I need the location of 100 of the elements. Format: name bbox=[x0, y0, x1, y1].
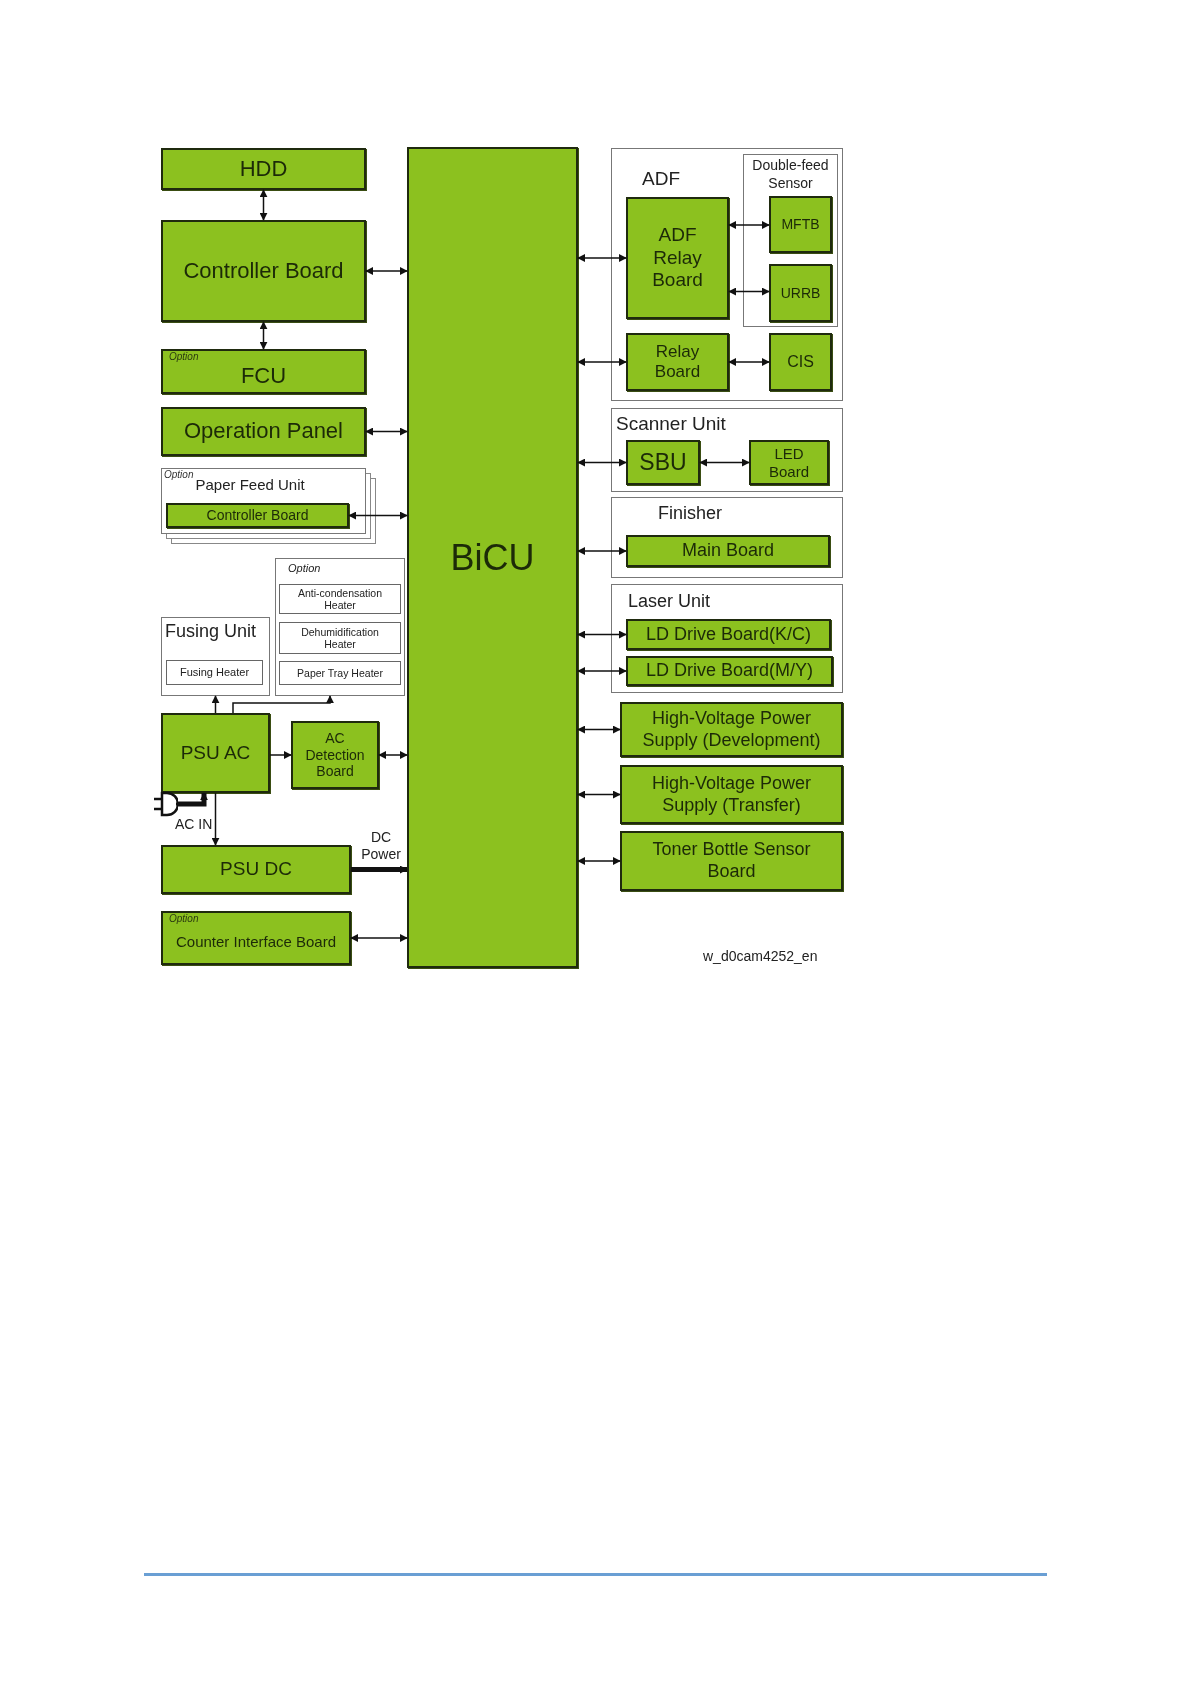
component-box bbox=[626, 440, 700, 485]
unit-heading: Fusing Unit bbox=[165, 620, 257, 643]
component-box bbox=[161, 911, 351, 965]
heater-label: Dehumidification Heater bbox=[300, 625, 380, 651]
component-box bbox=[161, 148, 366, 190]
unit-heading: Scanner Unit bbox=[616, 412, 726, 436]
component-box bbox=[161, 407, 366, 456]
connector-arrow bbox=[178, 792, 208, 807]
component-label: BiCU bbox=[449, 535, 536, 580]
option-tag: Option bbox=[164, 470, 194, 480]
option-group-frame bbox=[275, 558, 405, 696]
connector-arrow bbox=[269, 751, 292, 759]
unit-heading: Paper Feed Unit bbox=[195, 476, 305, 495]
connector-arrow bbox=[232, 695, 334, 714]
unit-heading: Double-feed Sensor bbox=[751, 157, 830, 192]
connector-arrow bbox=[699, 458, 750, 467]
component-label: High-Voltage Power Supply (Development) bbox=[641, 707, 822, 752]
connector-arrow bbox=[728, 287, 770, 296]
component-label: LD Drive Board(K/C) bbox=[644, 623, 812, 646]
option-tag: Option bbox=[169, 352, 199, 362]
component-label: LD Drive Board(M/Y) bbox=[644, 660, 814, 682]
main-controller-box bbox=[407, 147, 578, 968]
connector-arrow bbox=[577, 857, 621, 865]
component-box bbox=[620, 831, 843, 891]
connector-arrow bbox=[348, 511, 408, 520]
heater-label: Anti-condensation Heater bbox=[296, 586, 384, 612]
connector-arrow bbox=[350, 934, 408, 942]
unit-frame bbox=[611, 408, 843, 492]
connector-arrow bbox=[378, 751, 408, 759]
component-box bbox=[769, 264, 832, 322]
unit-frame bbox=[161, 617, 270, 696]
component-label: Toner Bottle Sensor Board bbox=[651, 839, 812, 883]
component-label: FCU bbox=[239, 361, 288, 390]
connector-arrow bbox=[259, 321, 268, 350]
component-box bbox=[769, 333, 832, 391]
component-label: Operation Panel bbox=[183, 418, 344, 445]
heater-box bbox=[279, 622, 401, 654]
heater-label: Fusing Heater bbox=[178, 666, 251, 679]
connector-arrow bbox=[577, 725, 621, 734]
component-box bbox=[161, 349, 366, 394]
unit-frame bbox=[611, 584, 843, 693]
component-label: High-Voltage Power Supply (Transfer) bbox=[650, 772, 813, 817]
plug-caption: AC IN bbox=[175, 816, 213, 834]
component-label: Controller Board bbox=[182, 257, 345, 285]
component-box bbox=[291, 721, 379, 789]
component-label: HDD bbox=[238, 155, 289, 183]
component-box bbox=[626, 535, 830, 567]
connector-arrow bbox=[211, 792, 220, 846]
option-tag: Option bbox=[288, 562, 321, 576]
unit-heading: Laser Unit bbox=[628, 590, 711, 613]
component-label: PSU AC bbox=[179, 741, 252, 765]
component-label: Controller Board bbox=[205, 507, 310, 524]
component-label: SBU bbox=[638, 448, 688, 477]
component-box bbox=[166, 503, 349, 528]
heater-box bbox=[279, 661, 401, 685]
component-box bbox=[769, 196, 832, 253]
component-box bbox=[626, 656, 833, 686]
heater-label: Paper Tray Heater bbox=[296, 666, 384, 680]
component-box bbox=[749, 440, 829, 485]
component-box bbox=[161, 713, 270, 793]
component-label: MFTB bbox=[780, 216, 821, 233]
component-box bbox=[626, 197, 729, 319]
connector-arrow bbox=[577, 630, 627, 639]
unit-frame bbox=[611, 497, 843, 578]
plug-icon bbox=[154, 790, 178, 818]
heater-box bbox=[279, 584, 401, 614]
component-label: Relay Board bbox=[653, 341, 702, 383]
component-label: Main Board bbox=[680, 540, 776, 562]
component-label: CIS bbox=[786, 352, 815, 372]
connector-arrow bbox=[211, 695, 220, 714]
connector-arrow bbox=[728, 221, 770, 229]
component-box bbox=[161, 220, 366, 322]
connector-arrow bbox=[259, 189, 268, 221]
connector-arrow bbox=[577, 790, 621, 799]
unit-heading: Finisher bbox=[658, 502, 723, 525]
connector-arrow bbox=[577, 667, 627, 675]
component-label: URRB bbox=[779, 284, 822, 302]
component-label: AC Detection Board bbox=[304, 729, 366, 781]
connector-arrow bbox=[365, 267, 408, 275]
sensor-group-frame bbox=[743, 154, 838, 327]
unit-frame bbox=[611, 148, 843, 401]
component-box bbox=[626, 619, 831, 650]
component-label: LED Board bbox=[768, 444, 810, 481]
component-box bbox=[161, 845, 351, 894]
connector-arrow bbox=[577, 458, 627, 467]
option-tag: Option bbox=[169, 914, 199, 924]
connector-arrow bbox=[577, 358, 627, 366]
heater-box bbox=[166, 660, 263, 685]
component-box bbox=[626, 333, 729, 391]
connector-arrow bbox=[728, 358, 770, 366]
connector-arrow bbox=[351, 865, 408, 874]
component-label: Counter Interface Board bbox=[174, 931, 338, 952]
component-label: ADF Relay Board bbox=[651, 223, 704, 293]
connector-arrow bbox=[577, 254, 627, 262]
connector-arrow bbox=[577, 547, 627, 555]
component-box bbox=[620, 702, 843, 757]
figure-id: w_d0cam4252_en bbox=[703, 947, 818, 966]
component-box bbox=[620, 765, 843, 824]
connector-arrow bbox=[365, 427, 408, 436]
unit-heading: ADF bbox=[642, 167, 680, 191]
